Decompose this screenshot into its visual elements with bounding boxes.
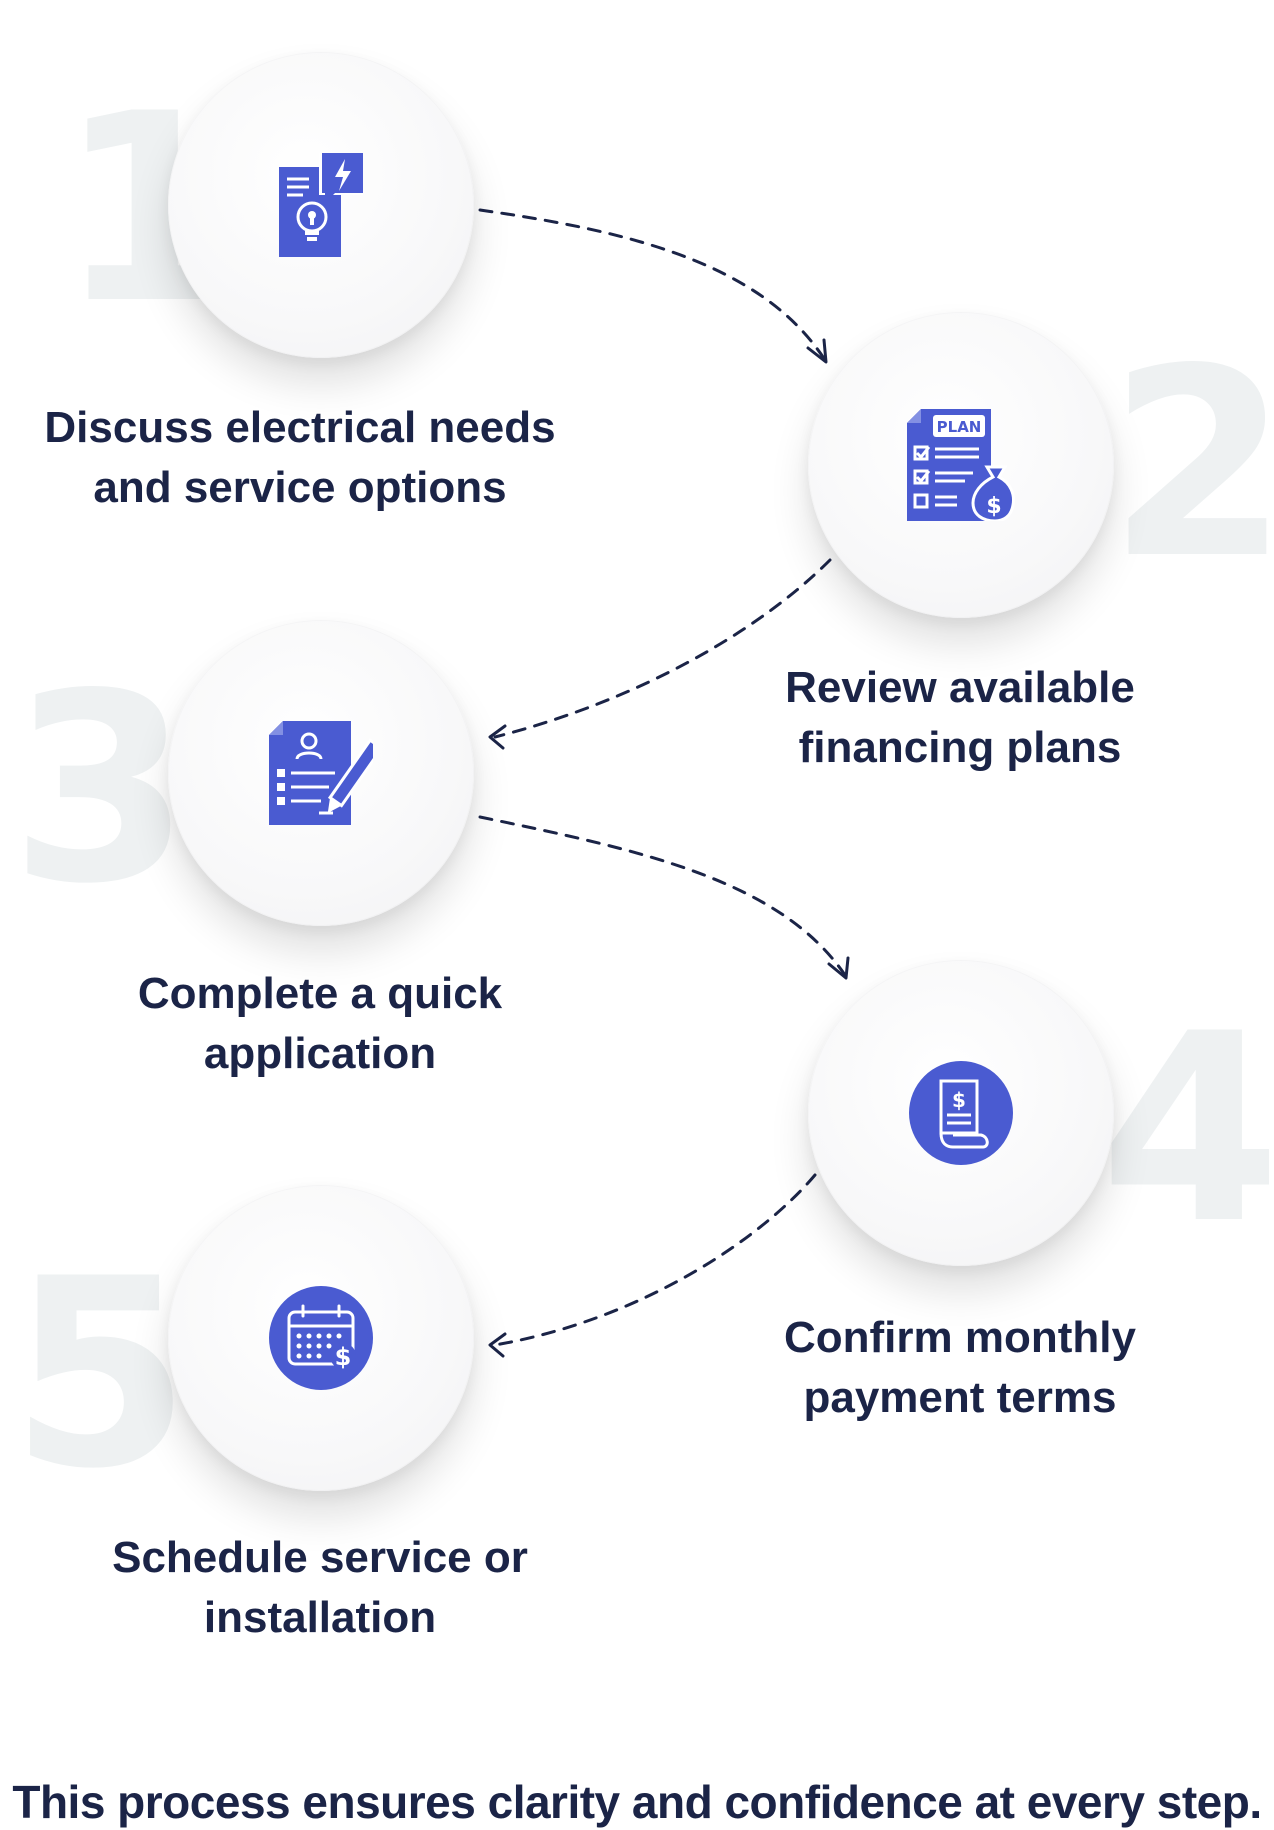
svg-text:$: $ xyxy=(335,1343,352,1371)
arrowhead-1 xyxy=(806,338,828,364)
step-number-2: 2 xyxy=(1108,314,1274,616)
step-3-circle xyxy=(168,620,474,926)
step-1-label: Discuss electrical needs and service opt… xyxy=(20,398,580,518)
receipt-dollar-icon: $ xyxy=(909,1061,1013,1165)
arrowhead-2 xyxy=(488,724,507,750)
svg-text:$: $ xyxy=(986,494,1001,519)
step-2-label-line1: Review available xyxy=(785,663,1135,712)
plan-checklist-money-bag-icon: PLAN $ xyxy=(907,409,1015,521)
footer-statement: This process ensures clarity and confide… xyxy=(12,1776,1262,1828)
step-5-label-line2: installation xyxy=(203,1593,437,1642)
step-3-label-line1: Complete a quick xyxy=(137,969,503,1018)
arrowhead-4 xyxy=(488,1332,507,1358)
arrow-1-to-2 xyxy=(478,208,827,362)
step-5-label: Schedule service or installation xyxy=(90,1528,550,1648)
arrowhead-3 xyxy=(827,956,850,980)
step-4-label: Confirm monthly payment terms xyxy=(730,1308,1190,1428)
step-2-circle: PLAN $ xyxy=(808,312,1114,618)
step-1-label-line2: and service options xyxy=(93,463,507,512)
plan-icon-text: PLAN xyxy=(937,418,982,436)
step-1-label-line1: Discuss electrical needs xyxy=(44,403,556,452)
step-3-label: Complete a quick application xyxy=(110,964,530,1084)
step-number-4: 4 xyxy=(1100,979,1274,1281)
step-5-label-line1: Schedule service or xyxy=(112,1533,528,1582)
step-number-5: 5 xyxy=(10,1224,191,1526)
step-2-label: Review available financing plans xyxy=(730,658,1190,778)
arrow-3-to-4 xyxy=(478,815,847,977)
step-4-circle: $ xyxy=(808,960,1114,1266)
step-4-label-line1: Confirm monthly xyxy=(784,1313,1136,1362)
step-4-label-line2: payment terms xyxy=(803,1373,1117,1422)
step-1-circle xyxy=(168,52,474,358)
application-form-pen-icon xyxy=(269,721,373,825)
step-3-label-line2: application xyxy=(203,1029,437,1078)
electrical-bulb-document-icon xyxy=(279,153,363,257)
step-number-3: 3 xyxy=(10,639,191,941)
svg-text:$: $ xyxy=(952,1088,966,1112)
calendar-dollar-icon: $ xyxy=(269,1286,373,1390)
arrow-4-to-5 xyxy=(493,1173,817,1347)
step-5-circle: $ xyxy=(168,1185,474,1491)
step-2-label-line2: financing plans xyxy=(798,723,1122,772)
